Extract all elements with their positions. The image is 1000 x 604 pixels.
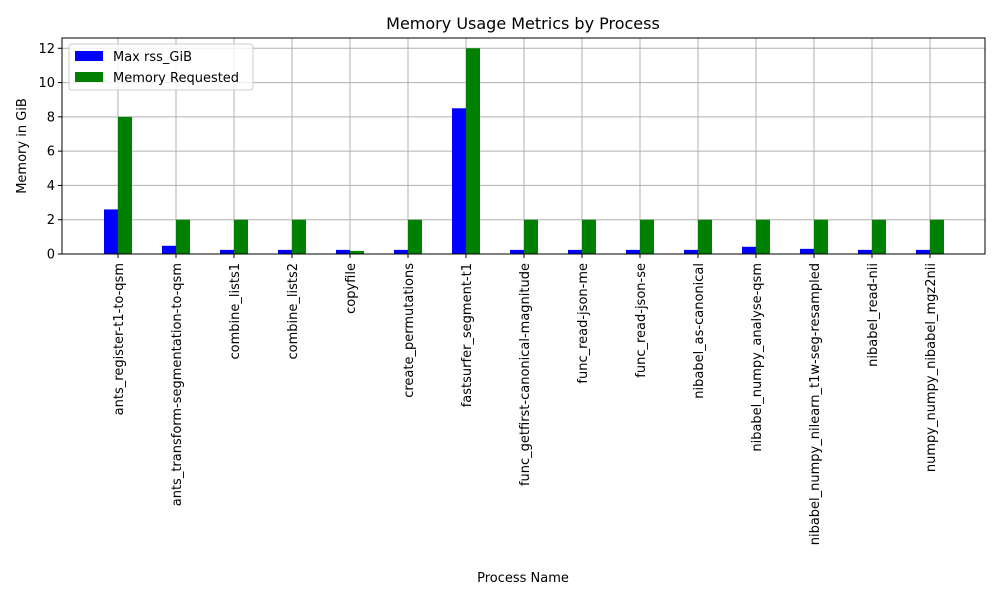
- bar-max-rss: [510, 249, 524, 254]
- y-axis-label: Memory in GiB: [15, 98, 30, 194]
- bar-memory-requested: [814, 219, 828, 254]
- bar-max-rss: [858, 249, 872, 254]
- bar-memory-requested: [466, 48, 480, 255]
- y-tick-label: 2: [47, 213, 55, 228]
- x-tick-label: func_getfirst-canonical-magnitude: [518, 263, 533, 486]
- axes: 0 2 4 6 8 10 12 ants_register-t1-to-qsm ants_tra…: [38, 37, 986, 545]
- x-tick-label: nibabel_as-canonical: [692, 263, 707, 399]
- bar-max-rss: [394, 249, 408, 254]
- bar-memory-requested: [524, 219, 538, 254]
- x-tick-label: copyfile: [344, 263, 359, 314]
- bar-max-rss: [336, 249, 350, 254]
- bar-max-rss: [742, 246, 756, 254]
- x-tick-label: nibabel_numpy_analyse-qsm: [750, 263, 765, 452]
- y-tick-label: 8: [47, 110, 55, 125]
- x-tick-label: func_read-json-se: [634, 263, 649, 378]
- legend-swatch: [75, 51, 103, 61]
- bar-memory-requested: [640, 219, 654, 254]
- legend-swatch: [75, 72, 103, 82]
- bar-max-rss: [162, 245, 176, 254]
- bar-memory-requested: [176, 219, 190, 254]
- bar-max-rss: [568, 249, 582, 254]
- x-tick-label: ants_transform-segmentation-to-qsm: [170, 263, 185, 506]
- bar-memory-requested: [408, 219, 422, 254]
- x-tick-label: numpy_numpy_nibabel_mgz2nii: [924, 263, 939, 472]
- x-tick-label: combine_lists2: [286, 263, 301, 360]
- bar-max-rss: [104, 209, 118, 254]
- bar-max-rss: [800, 248, 814, 254]
- bar-max-rss: [278, 249, 292, 254]
- legend-box: [68, 43, 254, 91]
- x-axis-label: Process Name: [477, 571, 569, 586]
- bar-memory-requested: [698, 219, 712, 254]
- bar-memory-requested: [234, 219, 248, 254]
- legend: Max rss_GiB Memory Requested: [68, 43, 254, 91]
- bar-memory-requested: [350, 250, 364, 254]
- bar-memory-requested: [118, 116, 132, 254]
- y-tick-label: 12: [38, 42, 55, 57]
- chart-title: Memory Usage Metrics by Process: [386, 14, 660, 33]
- x-tick-label: ants_register-t1-to-qsm: [112, 263, 127, 415]
- bar-memory-requested: [930, 219, 944, 254]
- bar-memory-requested: [756, 219, 770, 254]
- x-tick-label: create_permutations: [402, 263, 417, 398]
- bar-memory-requested: [582, 219, 596, 254]
- bar-max-rss: [452, 108, 466, 255]
- bar-max-rss: [220, 249, 234, 254]
- x-tick-label: nibabel_numpy_nilearn_t1w-seg-resampled: [808, 263, 823, 545]
- y-tick-label: 4: [47, 179, 55, 194]
- bars: [104, 48, 944, 255]
- x-tick-label: combine_lists1: [228, 263, 243, 360]
- y-tick-label: 6: [47, 145, 55, 160]
- x-tick-label: nibabel_read-nii: [866, 263, 881, 367]
- legend-label: Max rss_GiB: [113, 50, 192, 65]
- bar-max-rss: [916, 249, 930, 254]
- legend-label: Memory Requested: [113, 71, 239, 86]
- bar-max-rss: [684, 249, 698, 254]
- bar-memory-requested: [872, 219, 886, 254]
- bar-memory-requested: [292, 219, 306, 254]
- x-tick-label: fastsurfer_segment-t1: [460, 263, 475, 407]
- bar-max-rss: [626, 249, 640, 254]
- x-tick-label: func_read-json-me: [576, 263, 591, 384]
- y-tick-label: 10: [38, 76, 55, 91]
- y-tick-label: 0: [47, 248, 55, 263]
